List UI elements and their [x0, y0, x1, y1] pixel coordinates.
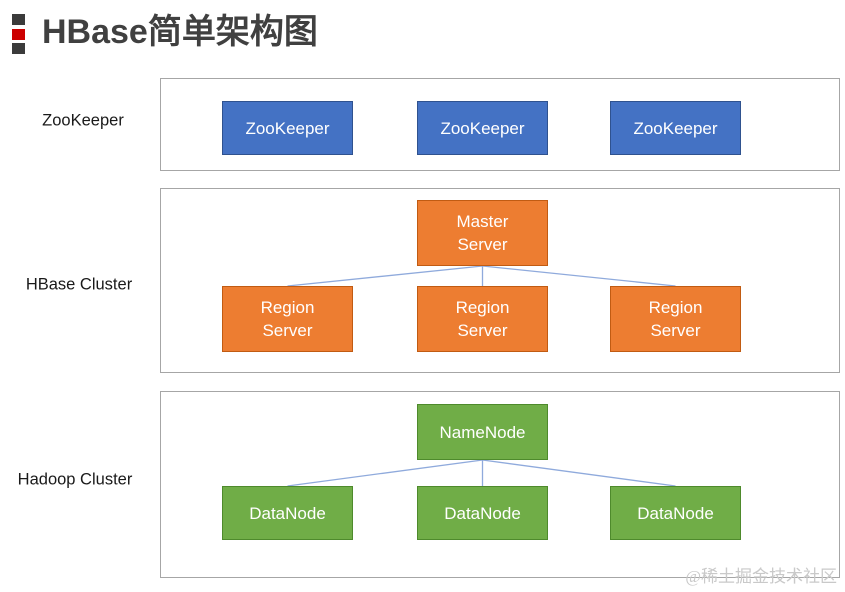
node-hadoop-cluster-1[interactable]: DataNode	[417, 486, 548, 540]
node-hadoop-cluster-0[interactable]: DataNode	[222, 486, 353, 540]
watermark: @稀土掘金技术社区	[685, 567, 837, 586]
node-hadoop-cluster-root[interactable]: NameNode	[417, 404, 548, 460]
node-zookeeper-1[interactable]: ZooKeeper	[417, 101, 548, 155]
header-mark-square-top	[12, 14, 25, 25]
node-hbase-cluster-1[interactable]: Region Server	[417, 286, 548, 352]
header-mark-square-bottom	[12, 43, 25, 54]
page-title: HBase简单架构图	[42, 13, 318, 51]
node-hbase-cluster-root[interactable]: Master Server	[417, 200, 548, 266]
page-header: HBase简单架构图	[0, 0, 845, 66]
row-label-hadoop-cluster: Hadoop Cluster	[17, 470, 133, 489]
header-mark-icon	[12, 14, 25, 54]
node-hbase-cluster-0[interactable]: Region Server	[222, 286, 353, 352]
row-label-hbase-cluster: HBase Cluster	[25, 275, 133, 294]
row-label-zookeeper: ZooKeeper	[42, 111, 124, 130]
node-zookeeper-2[interactable]: ZooKeeper	[610, 101, 741, 155]
node-hadoop-cluster-2[interactable]: DataNode	[610, 486, 741, 540]
header-mark-square-accent	[12, 28, 25, 40]
node-zookeeper-0[interactable]: ZooKeeper	[222, 101, 353, 155]
node-hbase-cluster-2[interactable]: Region Server	[610, 286, 741, 352]
